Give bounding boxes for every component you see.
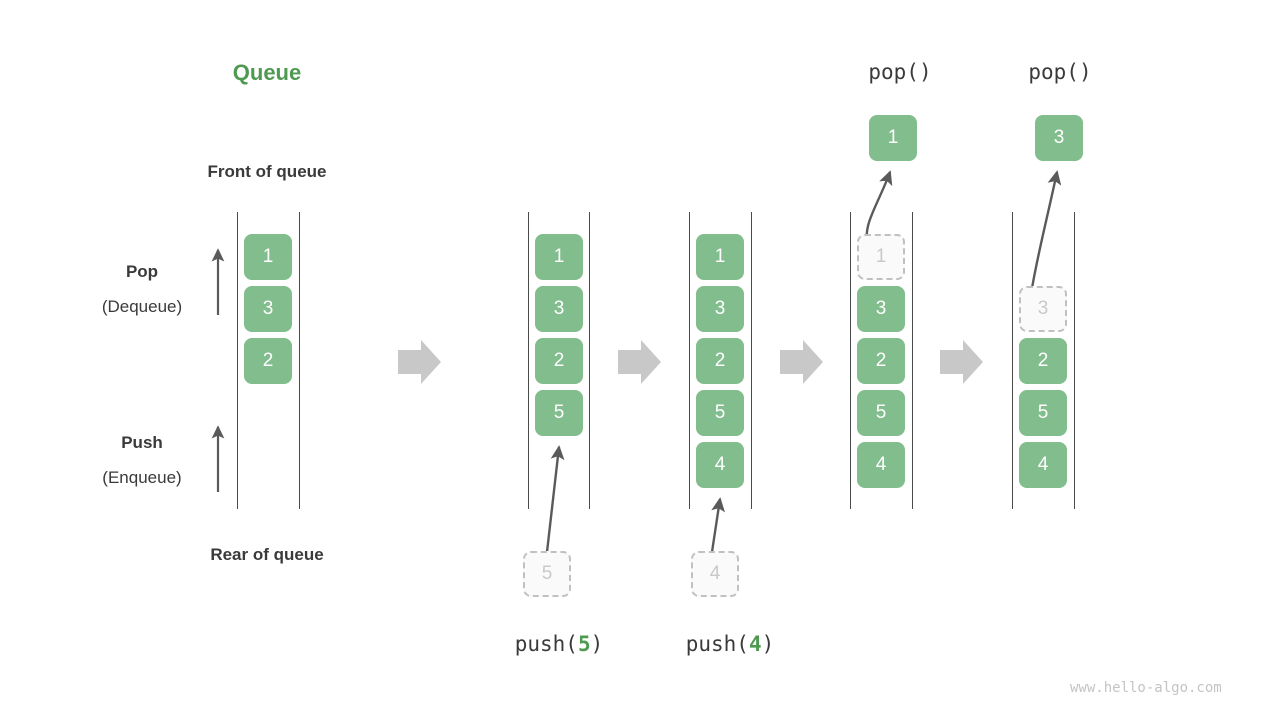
incoming-element: 4 xyxy=(691,551,739,597)
queue-rail-left xyxy=(528,212,529,509)
watermark: www.hello-algo.com xyxy=(1070,680,1222,696)
queue-cell: 2 xyxy=(535,338,583,384)
queue-cell-vacated: 1 xyxy=(857,234,905,280)
queue-cell: 5 xyxy=(857,390,905,436)
queue-cell: 5 xyxy=(1019,390,1067,436)
push-5-arrow xyxy=(545,445,565,553)
pop-label: Pop xyxy=(125,262,159,281)
panel-caption-push-4: push(4) xyxy=(650,632,810,656)
queue-cell: 4 xyxy=(696,442,744,488)
rear-of-queue-label: Rear of queue xyxy=(210,545,324,564)
op-suffix: ) xyxy=(918,60,932,84)
op-suffix: ) xyxy=(1078,60,1092,84)
panel-caption-pop-1: pop() xyxy=(820,60,980,84)
front-of-queue-label: Front of queue xyxy=(207,162,327,181)
queue-rail-left xyxy=(689,212,690,509)
op-argument: 5 xyxy=(577,632,591,656)
queue-rail-right xyxy=(912,212,913,509)
queue-cell: 4 xyxy=(1019,442,1067,488)
queue-cell: 3 xyxy=(535,286,583,332)
flow-arrow-2 xyxy=(618,340,661,384)
panel-caption-pop-2: pop() xyxy=(980,60,1140,84)
pop-3-arrow xyxy=(1029,170,1062,296)
queue-cell: 1 xyxy=(535,234,583,280)
queue-cell: 1 xyxy=(696,234,744,280)
popped-element: 3 xyxy=(1035,115,1083,161)
op-prefix: pop( xyxy=(1028,60,1079,84)
queue-rail-left xyxy=(850,212,851,509)
queue-cell: 2 xyxy=(1019,338,1067,384)
queue-cell: 5 xyxy=(696,390,744,436)
flow-arrow-4 xyxy=(940,340,983,384)
page-title: Queue xyxy=(232,60,302,85)
op-prefix: push( xyxy=(514,632,578,656)
queue-cell: 2 xyxy=(696,338,744,384)
queue-rail-right xyxy=(589,212,590,509)
push-label: Push xyxy=(121,433,163,452)
pop-sublabel: (Dequeue) xyxy=(101,297,183,316)
queue-rail-left xyxy=(237,212,238,509)
op-prefix: push( xyxy=(685,632,749,656)
queue-cell: 3 xyxy=(244,286,292,332)
panel-caption-push-5: push(5) xyxy=(479,632,639,656)
queue-rail-right xyxy=(1074,212,1075,509)
queue-cell: 2 xyxy=(244,338,292,384)
popped-element: 1 xyxy=(869,115,917,161)
queue-cell: 3 xyxy=(696,286,744,332)
queue-cell: 5 xyxy=(535,390,583,436)
op-suffix: ) xyxy=(590,632,604,656)
op-prefix: pop( xyxy=(868,60,919,84)
op-suffix: ) xyxy=(761,632,775,656)
queue-cell: 4 xyxy=(857,442,905,488)
queue-cell: 3 xyxy=(857,286,905,332)
push-sublabel: (Enqueue) xyxy=(102,468,182,487)
flow-arrow-1 xyxy=(398,340,441,384)
queue-rail-left xyxy=(1012,212,1013,509)
incoming-element: 5 xyxy=(523,551,571,597)
push-4-arrow xyxy=(710,497,726,553)
queue-rail-right xyxy=(299,212,300,509)
queue-cell: 2 xyxy=(857,338,905,384)
op-argument: 4 xyxy=(748,632,762,656)
queue-cell: 1 xyxy=(244,234,292,280)
queue-cell-vacated: 3 xyxy=(1019,286,1067,332)
queue-rail-right xyxy=(751,212,752,509)
flow-arrow-3 xyxy=(780,340,823,384)
